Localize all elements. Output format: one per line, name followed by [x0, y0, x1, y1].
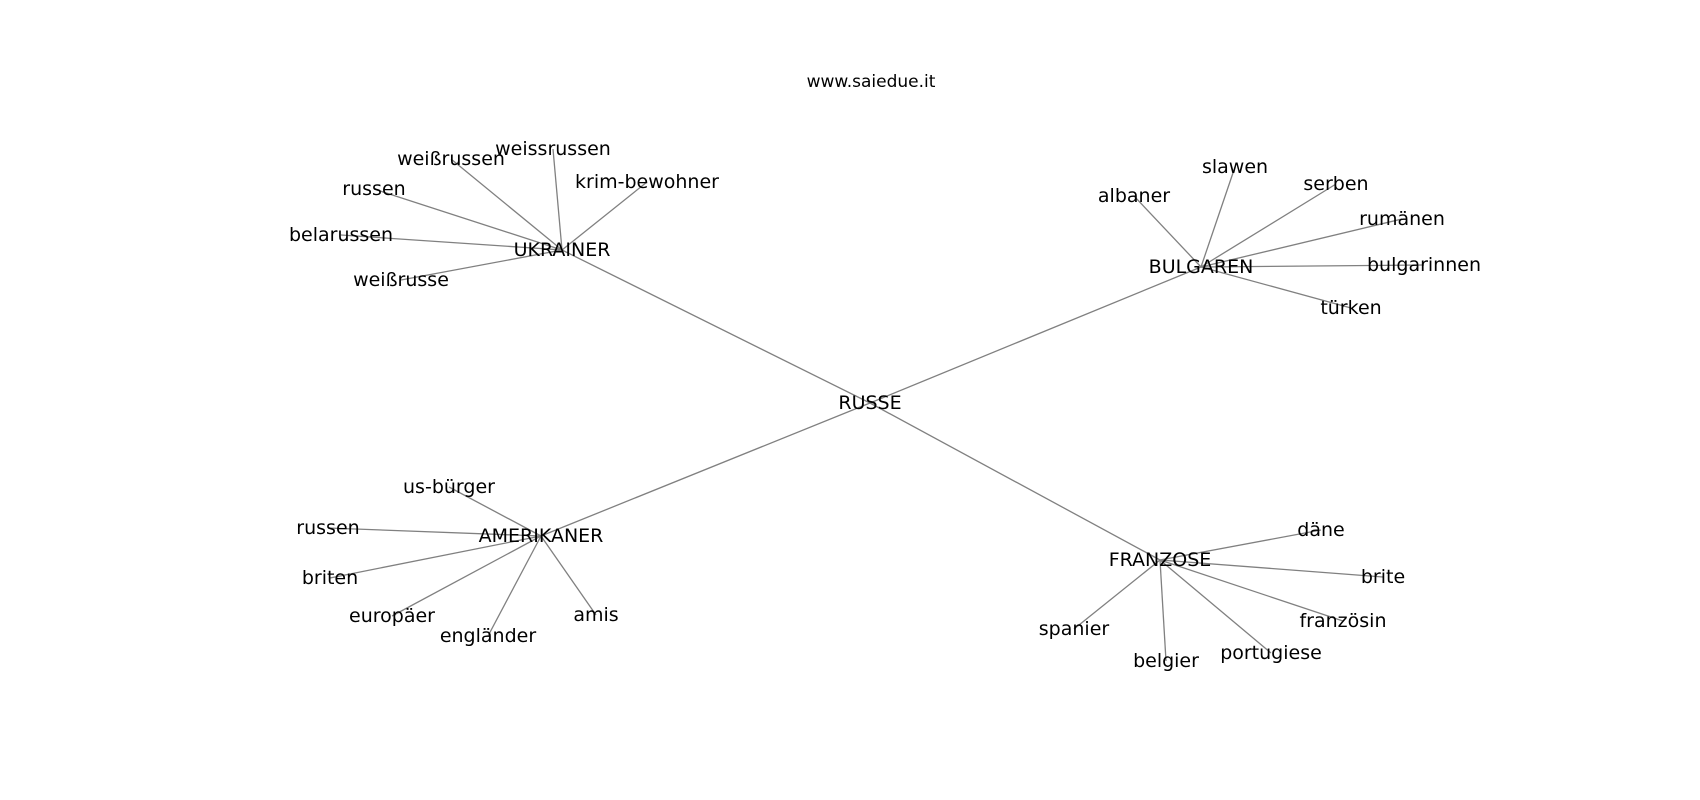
edge-bulgaren-turken: [1200, 266, 1352, 309]
leaf-node-bulgaren-rumanen: rumänen: [1359, 208, 1445, 230]
edge-ukrainer-weissrusse: [400, 249, 563, 281]
leaf-node-franzose-portugiese: portugiese: [1220, 642, 1322, 664]
leaf-node-ukrainer-weissrussen: weißrussen: [397, 148, 505, 170]
leaf-node-bulgaren-slawen: slawen: [1202, 156, 1268, 178]
edge-franzose-spanier: [1073, 559, 1161, 630]
edge-franzose-franzosin: [1159, 559, 1344, 622]
leaf-node-franzose-brite: brite: [1361, 566, 1405, 588]
edge-amerikaner-europaer: [391, 535, 542, 617]
edge-bulgaren-albaner: [1133, 195, 1202, 268]
hub-node-amerikaner: AMERIKANER: [479, 525, 604, 547]
leaf-node-bulgaren-bulgarinnen: bulgarinnen: [1367, 254, 1481, 276]
leaf-node-amerikaner-amis: amis: [573, 604, 618, 626]
hub-node-ukrainer: UKRAINER: [514, 239, 611, 261]
edge-amerikaner-englander: [487, 535, 542, 637]
leaf-node-franzose-franzosin: französin: [1299, 610, 1386, 632]
leaf-node-ukrainer-russen: russen: [342, 178, 405, 200]
leaf-node-bulgaren-albaner: albaner: [1098, 185, 1170, 207]
leaf-node-amerikaner-briten: briten: [302, 567, 358, 589]
leaf-node-amerikaner-russen: russen: [296, 517, 359, 539]
edge-ukrainer-russen: [373, 188, 563, 251]
edge-amerikaner-amis: [540, 535, 597, 616]
leaf-node-bulgaren-serben: serben: [1303, 173, 1368, 195]
leaf-node-ukrainer-weissrussen: weissrussen: [495, 138, 611, 160]
edge-bulgaren-slawen: [1200, 166, 1236, 268]
edge-center-ukrainer: [561, 249, 871, 404]
edge-franzose-belgier: [1159, 559, 1167, 662]
leaf-node-franzose-dane: däne: [1297, 519, 1344, 541]
edge-franzose-brite: [1159, 559, 1384, 578]
edge-amerikaner-us-burger: [448, 486, 542, 537]
edge-amerikaner-russen: [327, 527, 542, 537]
leaf-node-ukrainer-belarussen: belarussen: [289, 224, 393, 246]
edge-center-bulgaren: [869, 266, 1202, 404]
edge-amerikaner-briten: [329, 535, 542, 579]
edge-ukrainer-krim-bewohner: [561, 181, 648, 251]
hub-node-bulgaren: BULGAREN: [1149, 256, 1254, 278]
watermark-text: www.saiedue.it: [807, 72, 936, 92]
edge-ukrainer-weissrussen: [450, 158, 563, 251]
edge-ukrainer-weissrussen: [552, 148, 563, 251]
edge-center-amerikaner: [540, 402, 871, 537]
leaf-node-franzose-spanier: spanier: [1039, 618, 1110, 640]
leaf-node-amerikaner-europaer: europäer: [349, 605, 435, 627]
leaf-node-ukrainer-krim-bewohner: krim-bewohner: [575, 171, 719, 193]
edge-center-franzose: [869, 402, 1161, 561]
leaf-node-bulgaren-turken: türken: [1320, 297, 1381, 319]
hub-node-franzose: FRANZOSE: [1109, 549, 1212, 571]
edge-franzose-dane: [1159, 529, 1322, 561]
leaf-node-franzose-belgier: belgier: [1133, 650, 1199, 672]
center-node-russe: RUSSE: [838, 392, 901, 414]
edge-bulgaren-bulgarinnen: [1200, 264, 1425, 268]
edge-franzose-portugiese: [1159, 559, 1272, 654]
edge-ukrainer-belarussen: [340, 234, 563, 251]
leaf-node-amerikaner-englander: engländer: [440, 625, 537, 647]
edge-bulgaren-serben: [1200, 183, 1337, 268]
leaf-node-amerikaner-us-burger: us-bürger: [403, 476, 495, 498]
edge-bulgaren-rumanen: [1200, 218, 1403, 268]
graph-edges: [327, 148, 1425, 662]
leaf-node-ukrainer-weissrusse: weißrusse: [353, 269, 449, 291]
